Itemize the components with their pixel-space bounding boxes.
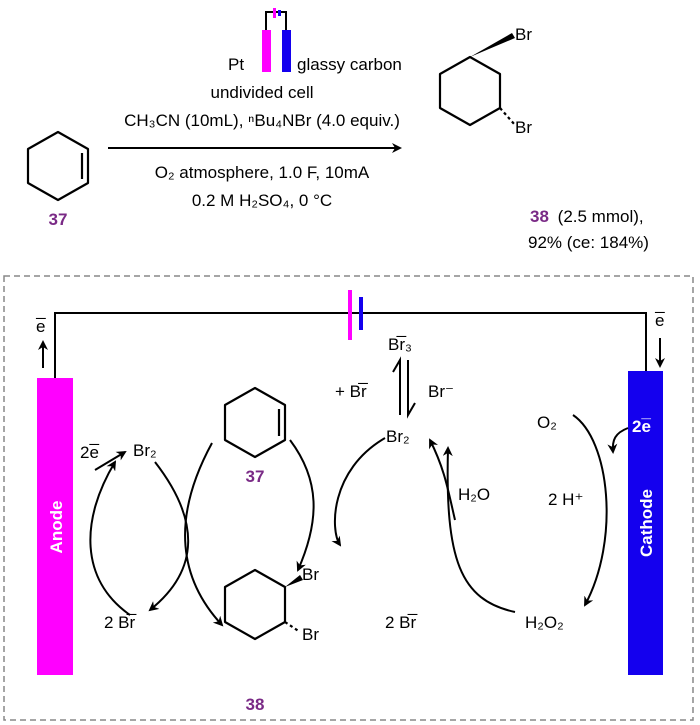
anode-label: Anode [47, 501, 66, 554]
dibromocyclohexane-38 [223, 568, 303, 641]
water: H₂O [458, 485, 490, 504]
electrodes-icon [262, 8, 291, 72]
anode-electrode [37, 378, 73, 675]
product-amount: (2.5 mmol), [558, 207, 644, 226]
mechanism-frame [3, 275, 694, 721]
oxygen: O₂ [537, 413, 557, 432]
product-br-bottom: Br [515, 118, 532, 137]
bromide-oxidation-curve [442, 446, 516, 613]
product-label: 38 [530, 207, 549, 226]
product-br-top: Br [515, 25, 532, 44]
pt-electrode-label: Pt [228, 55, 244, 74]
conditions-line-1: CH₃CN (10mL), ⁿBu₄NBr (4.0 equiv.) [124, 111, 400, 130]
center-br2: Br₂ [386, 427, 410, 446]
conditions-line-3: 0.2 M H₂SO₄, 0 °C [192, 191, 332, 210]
cathode-electrode [628, 371, 663, 675]
minus-bromide: Br⁻ [428, 382, 454, 401]
tribromide: Br̅₃ [388, 335, 412, 354]
cell-type: undivided cell [210, 83, 313, 102]
center-bromide: 2 Br̅ [385, 613, 418, 632]
br2-addition-curve [331, 437, 386, 547]
protons: 2 H⁺ [548, 490, 583, 509]
product-info: 38 (2.5 mmol), [530, 207, 644, 226]
product-br-bottom-38: Br [302, 625, 319, 644]
plus-bromide: + Br̅ [335, 382, 368, 401]
equilibrium-arrow-down [407, 360, 416, 419]
anode-oxidation-arrow [94, 450, 127, 471]
anode-br2: Br₂ [133, 441, 157, 460]
water-to-br2-arrow [429, 438, 456, 521]
substrate-to-product-arrow [184, 442, 224, 627]
battery-negative-icon [359, 297, 363, 330]
br2-to-anode-curve [148, 461, 190, 612]
anode-electrons: 2e̅ [80, 443, 99, 462]
electron-label-right: e̅ [655, 311, 665, 330]
cathode-electrons: 2e̅ [632, 417, 651, 436]
battery-positive-icon [348, 290, 352, 340]
product-br-top-38: Br [302, 565, 319, 584]
hydrogen-peroxide: H₂O₂ [525, 613, 564, 632]
electron-label-left: e̅ [36, 317, 46, 336]
substrate-label-37: 37 [246, 467, 265, 486]
anode-cycle-arrow [89, 460, 131, 616]
product-dibromocyclohexane [438, 33, 516, 127]
substrate-cyclohexene [26, 130, 90, 202]
cyclohexene-37 [223, 386, 287, 459]
conditions-line-2: O₂ atmosphere, 1.0 F, 10mA [155, 163, 370, 182]
equilibrium-arrow-up [392, 356, 401, 415]
substrate-to-br-arrow [289, 439, 315, 572]
product-label-38: 38 [246, 695, 265, 714]
oxygen-reduction-arrow [572, 414, 608, 607]
glassy-carbon-label: glassy carbon [297, 55, 402, 74]
cathode-electron-arrow [607, 427, 629, 454]
product-yield: 92% (ce: 184%) [528, 233, 649, 252]
anode-bromide: 2 Br̅ [104, 613, 137, 632]
substrate-label: 37 [49, 210, 68, 229]
cathode-label: Cathode [637, 489, 656, 557]
